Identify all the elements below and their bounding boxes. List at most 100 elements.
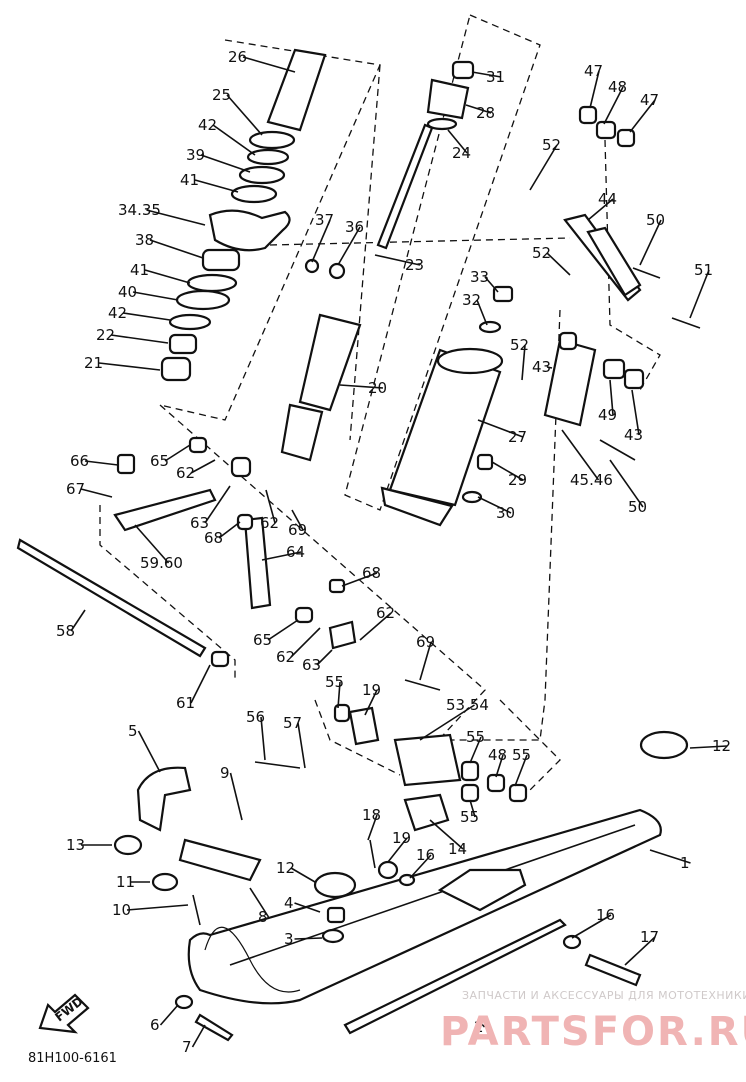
part-callout: 68 [204,529,223,547]
part-callout: 63 [302,656,321,674]
leader-line [265,489,276,524]
collar-22 [168,333,198,355]
part-callout: 53.54 [446,696,489,714]
leader-line [98,362,161,371]
leader-line [132,291,179,301]
cap-28 [426,78,470,120]
leader-line [469,799,476,818]
leader-line [249,887,270,918]
part-callout: 12 [276,859,295,877]
part-callout: 55 [466,728,485,746]
shaft-58 [16,538,207,658]
part-callout: 8 [258,908,268,926]
leader-line [495,754,504,778]
watermark-caption: ЗАПЧАСТИ И АКСЕССУАРЫ ДЛЯ МОТОТЕХНИКИ [462,989,746,1002]
leader-line [419,641,432,681]
diagram-code: 81H100-6161 [28,1051,117,1066]
part-callout: 11 [116,873,135,891]
leader-line [546,366,553,369]
leader-line [311,219,331,263]
leader-line [589,70,600,109]
leader-line [477,1019,486,1028]
part-callout: 57 [283,714,302,732]
leader-line [190,459,216,474]
leader-line [229,772,243,821]
part-callout: 26 [228,48,247,66]
cap-12b [313,871,357,899]
part-callout: 55 [460,808,479,826]
shock-absorber-parts [160,48,475,462]
leader-line [546,252,571,276]
leader-line [561,429,600,481]
part-callout: 25 [212,86,231,104]
part-callout: 45.46 [570,471,613,489]
shock-lower [280,403,324,462]
leader-line [419,704,475,741]
part-callout: 48 [488,746,507,764]
leader-line [261,551,302,561]
block-53-54 [393,733,462,787]
leader-line [603,86,624,125]
part-callout: 62 [176,464,195,482]
fwd-arrow-icon: FWD [38,993,90,1034]
leader-line [341,572,378,587]
leader-line [609,379,614,416]
leader-line [624,936,656,966]
leader-line [194,179,239,193]
linkage-group [543,105,701,461]
part-callout: 37 [315,211,334,229]
leader-line [367,814,378,841]
part-callout: 42 [198,116,217,134]
leader-line [226,94,263,136]
part-callout: 13 [66,836,85,854]
part-callout: 12 [712,737,731,755]
nut-36 [328,262,346,280]
part-callout: 48 [608,78,627,96]
cap-12 [639,730,689,760]
part-callout: 2 [474,1018,484,1036]
nut-33 [492,285,514,303]
arm-59-60 [113,488,217,532]
leader-line [337,681,341,709]
leader-line [290,627,321,658]
part-callout: 28 [476,104,495,122]
washer-40 [175,289,231,311]
part-callout: 23 [405,256,424,274]
leader-line [122,312,171,321]
bushing-21 [160,356,192,382]
part-callout: 44 [598,190,617,208]
leader-line [80,488,113,498]
bellows-boot [266,48,327,132]
part-callout: 36 [345,218,364,236]
part-callout: 16 [596,906,615,924]
leader-line [631,389,640,436]
ski-1 [187,808,662,1005]
leader-line [629,99,656,133]
part-callout: 67 [66,480,85,498]
part-callout: 49 [598,406,617,424]
ski-group [113,730,689,1042]
leader-line [587,198,614,221]
part-callout: 31 [486,68,505,86]
leader-line [364,689,378,716]
leader-line [190,664,211,704]
leader-line [70,609,86,632]
leader-line [294,902,321,913]
part-callout: 21 [84,354,103,372]
bolt-29 [476,453,494,471]
leader-line [84,460,119,466]
washer-32 [478,320,502,334]
washer-41 [230,184,278,204]
leader-line [146,209,206,226]
arm-44b [586,226,642,297]
part-callout: 47 [584,62,603,80]
runner-2 [343,918,567,1035]
leader-line [521,344,526,381]
part-callout: 42 [108,304,127,322]
leader-line [477,419,524,438]
leader-line [529,144,558,191]
leader-line [212,124,256,156]
loop-8 [178,838,262,882]
leader-line [164,444,191,462]
